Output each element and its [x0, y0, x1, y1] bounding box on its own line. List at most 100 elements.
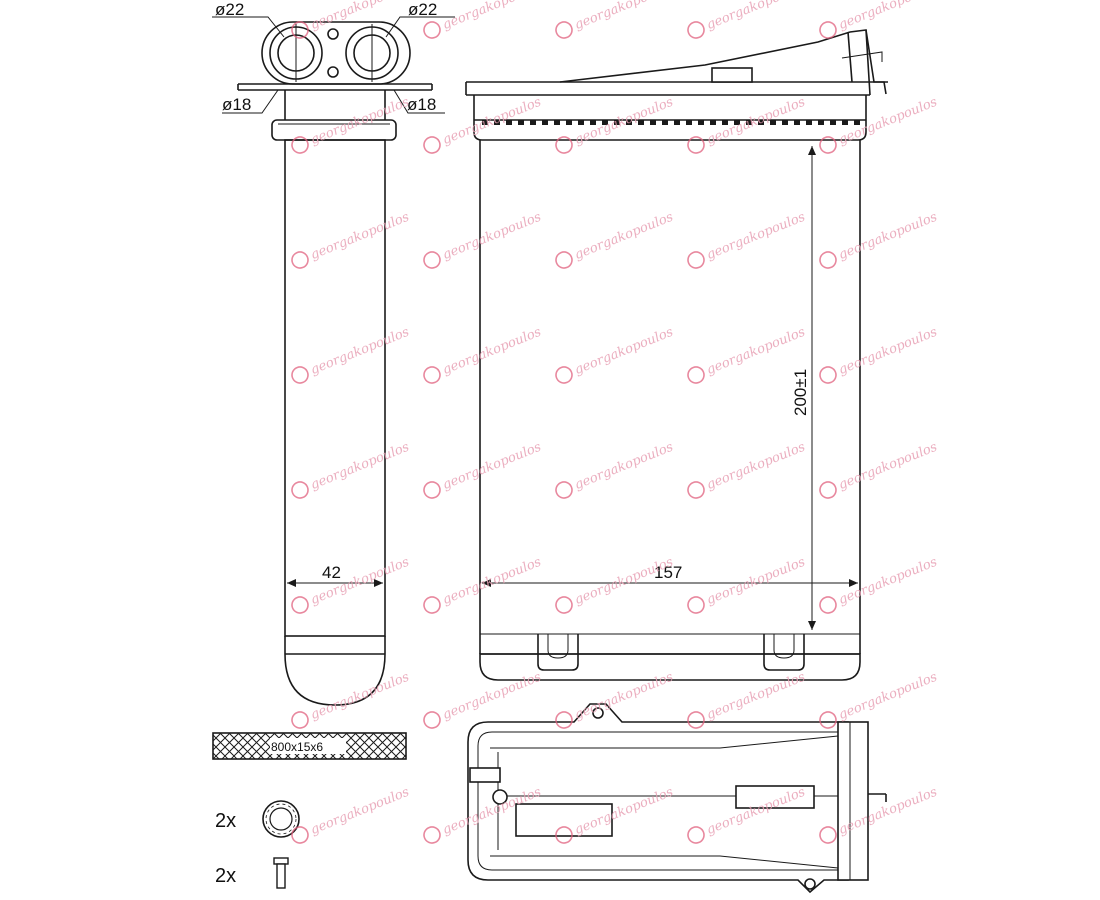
watermark-text: georgakopoulos: [309, 325, 412, 378]
watermark-logo-icon: [819, 251, 837, 269]
watermark-mark: georgakopoulos: [555, 325, 676, 384]
watermark-text: georgakopoulos: [309, 440, 412, 493]
watermark-text: georgakopoulos: [573, 670, 676, 723]
watermark-mark: georgakopoulos: [555, 555, 676, 614]
crimp-tooth: [674, 120, 680, 125]
front-header: [473, 120, 867, 141]
watermark-logo-icon: [555, 251, 573, 269]
dia-left-top-label: ø22: [215, 0, 244, 19]
top-view: [467, 703, 887, 894]
crimp-tooth: [782, 120, 788, 125]
watermark-text: georgakopoulos: [441, 0, 544, 33]
crimp-tooth: [770, 120, 776, 125]
watermark-text: georgakopoulos: [837, 0, 940, 33]
side-end-cap: [284, 636, 386, 706]
crimp-tooth: [614, 120, 620, 125]
crimp-tooth: [638, 120, 644, 125]
watermark-text: georgakopoulos: [441, 555, 544, 608]
watermark-logo-icon: [423, 136, 441, 154]
watermark-logo-icon: [687, 136, 705, 154]
watermark-mark: georgakopoulos: [423, 325, 544, 384]
crimp-tooth: [734, 120, 740, 125]
watermark-mark: georgakopoulos: [687, 210, 808, 269]
crimp-tooth: [722, 120, 728, 125]
watermark-mark: georgakopoulos: [423, 670, 544, 729]
crimp-tooth: [578, 120, 584, 125]
watermark-logo-icon: [687, 251, 705, 269]
watermark-mark: georgakopoulos: [687, 0, 808, 39]
watermark-text: georgakopoulos: [573, 440, 676, 493]
crimp-tooth: [530, 120, 536, 125]
watermark-logo-icon: [687, 826, 705, 844]
watermark-logo-icon: [423, 366, 441, 384]
watermark-logo-icon: [423, 711, 441, 729]
watermark-mark: georgakopoulos: [687, 325, 808, 384]
top-view-inner-block: [515, 803, 613, 837]
watermark-logo-icon: [687, 366, 705, 384]
watermark-mark: georgakopoulos: [291, 785, 412, 844]
watermark-mark: georgakopoulos: [291, 325, 412, 384]
top-view-outlet-block: [735, 785, 815, 809]
watermark-text: georgakopoulos: [441, 325, 544, 378]
watermark-mark: georgakopoulos: [819, 0, 940, 39]
gasket-strip: [212, 732, 407, 760]
core-height-label: 200±1: [791, 369, 810, 416]
watermark-logo-icon: [291, 596, 309, 614]
watermark-mark: georgakopoulos: [291, 210, 412, 269]
watermark-mark: georgakopoulos: [291, 555, 412, 614]
watermark-mark: georgakopoulos: [423, 210, 544, 269]
dia-left-bottom-label: ø18: [222, 95, 251, 114]
watermark-text: georgakopoulos: [837, 210, 940, 263]
watermark-logo-icon: [819, 21, 837, 39]
crimp-tooth: [746, 120, 752, 125]
watermark-mark: georgakopoulos: [555, 210, 676, 269]
watermark-mark: georgakopoulos: [819, 785, 940, 844]
watermark-text: georgakopoulos: [309, 670, 412, 723]
watermark-text: georgakopoulos: [309, 785, 412, 838]
watermark-mark: georgakopoulos: [423, 0, 544, 39]
watermark-text: georgakopoulos: [837, 95, 940, 148]
watermark-text: georgakopoulos: [573, 210, 676, 263]
watermark-mark: georgakopoulos: [819, 325, 940, 384]
watermark-logo-icon: [423, 596, 441, 614]
front-top-boss: [711, 67, 753, 83]
crimp-tooth: [698, 120, 704, 125]
watermark-logo-icon: [291, 366, 309, 384]
crimp-tooth: [494, 120, 500, 125]
bolt-qty-label: 2x: [215, 865, 236, 887]
watermark-mark: georgakopoulos: [819, 440, 940, 499]
front-view: [465, 29, 888, 681]
watermark-mark: georgakopoulos: [555, 670, 676, 729]
crimp-tooth: [794, 120, 800, 125]
crimp-tooth: [758, 120, 764, 125]
crimp-tooth: [506, 120, 512, 125]
top-view-clip: [469, 767, 501, 783]
watermark-mark: georgakopoulos: [423, 440, 544, 499]
watermark-mark: georgakopoulos: [687, 440, 808, 499]
watermark-text: georgakopoulos: [309, 210, 412, 263]
pipe-flange: [261, 21, 411, 85]
watermark-logo-icon: [555, 481, 573, 499]
crimp-tooth: [686, 120, 692, 125]
o-ring: [262, 800, 300, 838]
watermark-logo-icon: [423, 21, 441, 39]
watermark-mark: georgakopoulos: [291, 440, 412, 499]
watermark-logo-icon: [555, 21, 573, 39]
crimp-tooth: [818, 120, 824, 125]
watermark-logo-icon: [291, 251, 309, 269]
bottom-tab-right: [763, 634, 805, 671]
crimp-tooth: [518, 120, 524, 125]
watermark-logo-icon: [819, 481, 837, 499]
side-width-label: 42: [322, 563, 341, 582]
watermark-mark: georgakopoulos: [555, 0, 676, 39]
watermark-mark: georgakopoulos: [819, 670, 940, 729]
watermark-logo-icon: [291, 711, 309, 729]
watermark-text: georgakopoulos: [441, 440, 544, 493]
side-core: [284, 139, 386, 637]
watermark-mark: georgakopoulos: [423, 555, 544, 614]
crimp-tooth: [854, 120, 860, 125]
watermark-logo-icon: [555, 136, 573, 154]
core-width-label: 157: [654, 563, 682, 582]
crimp-tooth: [830, 120, 836, 125]
watermark-mark: georgakopoulos: [687, 670, 808, 729]
